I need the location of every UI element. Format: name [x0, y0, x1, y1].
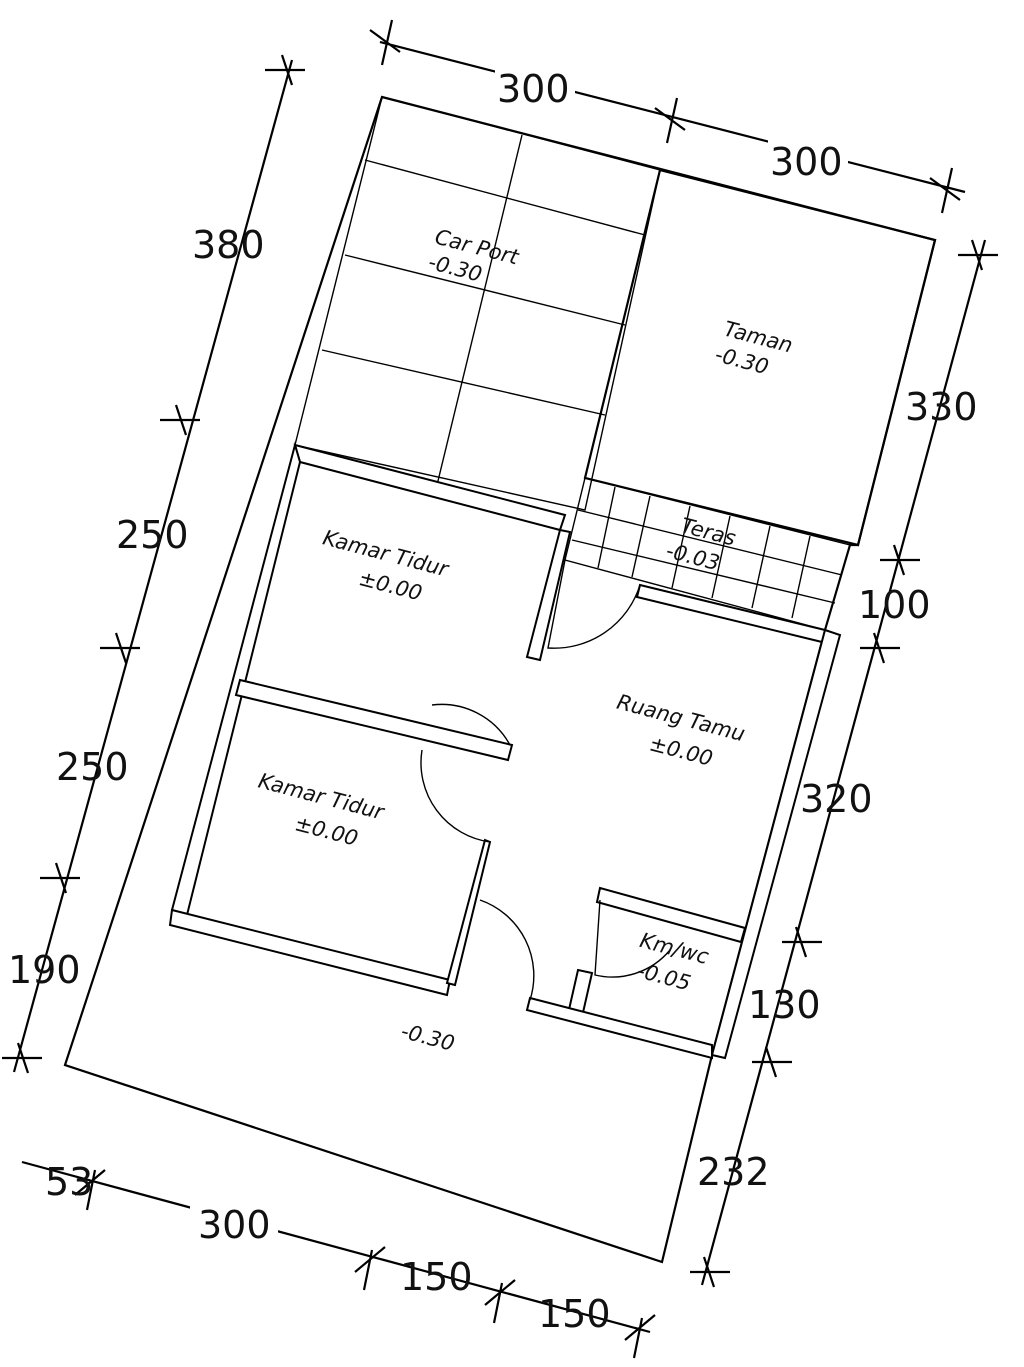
kamar-tidur-2-name: Kamar Tidur — [256, 769, 388, 825]
yard-level: -0.30 — [398, 1019, 457, 1056]
dim-top-1: 300 — [497, 67, 570, 111]
dim-right-4: 130 — [748, 983, 821, 1027]
dim-right-1: 330 — [905, 385, 978, 429]
dim-left-1: 380 — [192, 223, 265, 267]
taman-area — [583, 168, 937, 547]
walls — [168, 441, 842, 1060]
dim-left-2: 250 — [116, 513, 189, 557]
dim-right-3: 320 — [800, 777, 873, 821]
dim-bottom-2: 300 — [198, 1203, 271, 1247]
dim-bottom-4: 150 — [538, 1292, 611, 1336]
dim-right-5: 232 — [697, 1150, 770, 1194]
kmwc-level: -0.05 — [635, 958, 694, 995]
ruang-tamu-level: ±0.00 — [647, 731, 715, 771]
dimension-lines — [2, 19, 998, 1359]
dim-top-2: 300 — [770, 140, 843, 184]
door-swings — [420, 559, 671, 1001]
kamar-tidur-2-level: ±0.00 — [292, 811, 360, 851]
site-boundary — [63, 95, 937, 1264]
carport-area — [294, 96, 661, 511]
dim-right-2: 100 — [858, 583, 931, 627]
dim-left-3: 250 — [56, 745, 129, 789]
dim-left-4: 190 — [8, 948, 81, 992]
dim-bottom-1: 53 — [45, 1160, 93, 1204]
dim-bottom-3: 150 — [400, 1255, 473, 1299]
